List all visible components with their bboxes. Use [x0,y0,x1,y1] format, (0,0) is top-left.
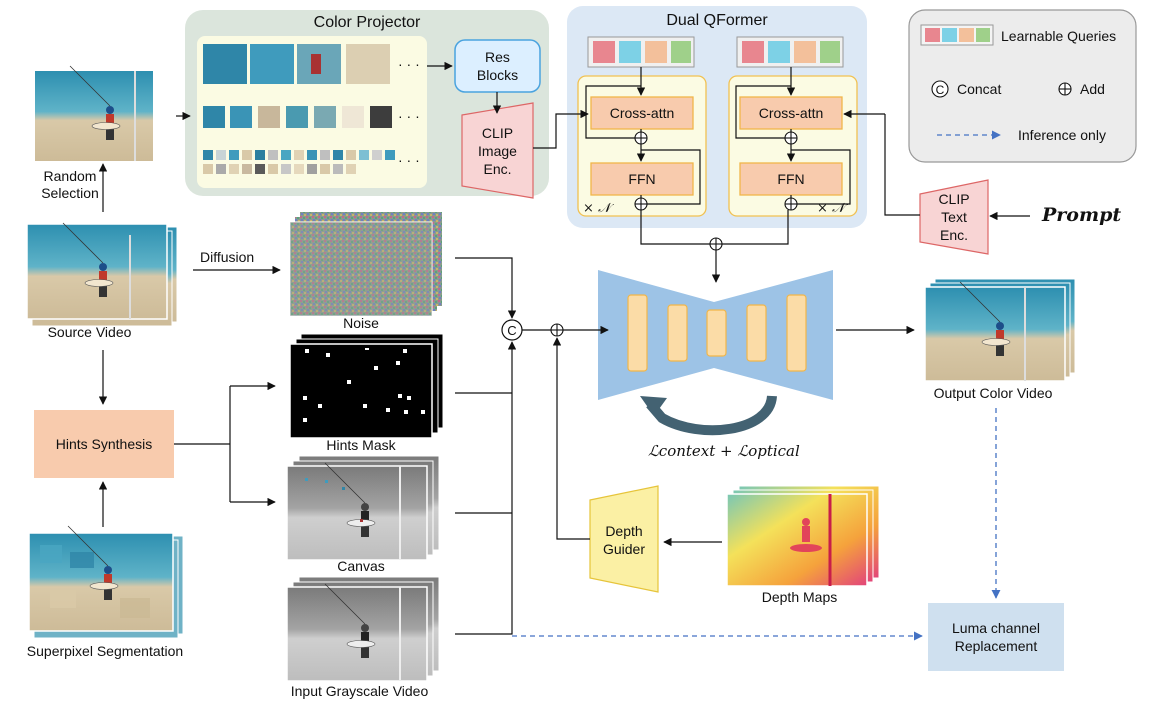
diffusion-label: Diffusion [200,249,255,265]
noise-stack [289,212,442,317]
ffn-left-label: FFN [628,171,656,187]
output-video-stack [924,278,1076,382]
legend-query-swatch [920,24,994,46]
legend-panel [908,9,1137,163]
cross-attn-right-label: Cross-attn [758,105,824,121]
prompt-label: Prompt [1042,204,1122,226]
flow-arrows [98,61,1030,635]
loss-label: ℒcontext + ℒoptical [648,442,800,460]
depth-maps-stack [726,485,880,587]
color-projector-title: Color Projector [313,14,421,31]
clip-image-label: CLIP Image Enc. [478,125,517,177]
add-node-main [550,323,564,337]
luma-replacement-box [928,603,1064,671]
input-grayscale-stack [286,576,440,682]
dual-qformer-title: Dual QFormer [666,12,768,29]
unet-blocks [627,294,807,372]
concat-symbol-legend [931,80,949,98]
hints-synthesis-box [34,410,174,478]
noise-label: Noise [343,315,379,331]
source-video-stack [26,222,178,327]
legend-inference-only: Inference only [1018,127,1106,143]
ellipsis-row-3: · · · [398,152,420,168]
depth-guider-shape [589,485,659,593]
inference-dashed-arrows [512,408,1001,641]
patch-row-medium [203,106,392,128]
superpixel-label: Superpixel Segmentation [26,643,184,659]
canvas-label: Canvas [337,558,385,574]
random-selection-frame [35,65,153,161]
hints-mask-stack [289,333,444,439]
legend-concat: Concat [957,81,1002,97]
cross-attn-left-box [590,96,694,130]
input-grayscale-label: Input Grayscale Video [290,683,429,699]
output-color-label: Output Color Video [933,385,1053,401]
clip-image-encoder-shape [461,102,534,199]
legend-learnable-queries: Learnable Queries [1001,28,1117,44]
patch-row-small [203,150,395,174]
svg-text:C: C [507,323,516,338]
add-nodes-qformer [634,131,798,251]
ffn-left-box [590,162,694,196]
canvas-stack [286,455,440,561]
ellipsis-row-2: · · · [398,108,420,124]
clip-text-label: CLIP Text Enc. [938,191,970,243]
loss-curve-arrow [646,395,777,436]
learnable-queries-right [736,36,844,68]
learnable-queries-left [587,36,695,68]
depth-guider-label: Depth Guider [602,523,646,557]
ffn-right-box [739,162,843,196]
luma-label: Luma channel Replacement [952,620,1040,654]
cross-attn-left-label: Cross-attn [609,105,675,121]
depth-maps-label: Depth Maps [761,589,838,605]
res-blocks-label: Res Blocks [476,49,519,83]
source-video-label: Source Video [47,324,132,340]
repeat-n-left: × 𝒩 [583,201,611,216]
clip-text-encoder-shape [919,179,989,255]
cross-attn-right-box [739,96,843,130]
legend-add: Add [1080,81,1105,97]
add-symbol-legend [1058,82,1072,96]
patch-row-large [203,44,390,84]
svg-text:C: C [936,83,945,97]
concat-node [501,319,523,341]
superpixel-stack [28,525,184,639]
ffn-right-label: FFN [777,171,805,187]
hints-synthesis-label: Hints Synthesis [55,436,153,452]
hints-mask-label: Hints Mask [326,437,396,453]
ellipsis-row-1: · · · [398,56,420,72]
repeat-n-right: × 𝒩 [817,201,845,216]
random-selection-label: Random Selection [41,168,99,201]
